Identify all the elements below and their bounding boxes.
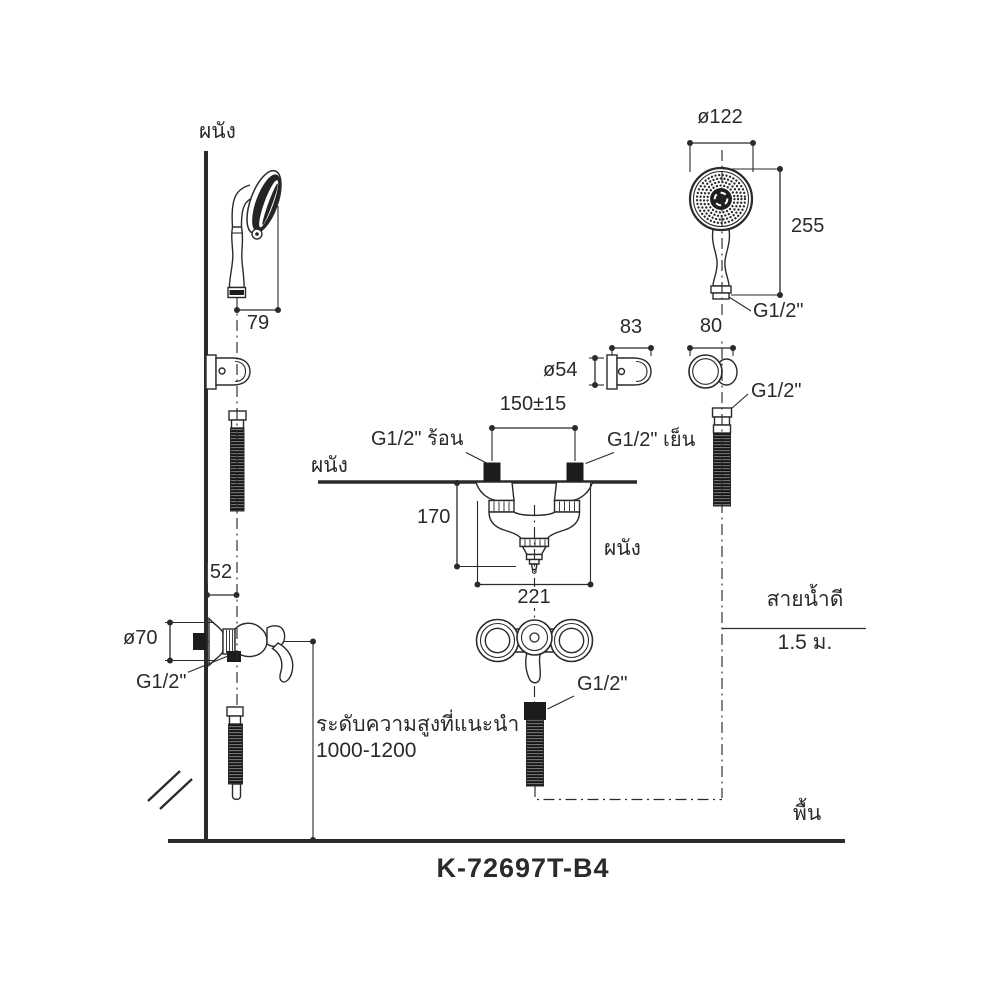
mixer-outlet-hose xyxy=(524,695,575,787)
dim-170-lines xyxy=(454,480,516,570)
wall-label-center-left: ผนัง xyxy=(311,454,348,477)
dim-80-lines xyxy=(687,345,736,356)
product-code: K-72697T-B4 xyxy=(436,853,610,883)
shower-hose-left-lower xyxy=(226,706,244,801)
mixer-valve-side-view-icon xyxy=(193,616,313,683)
handshower-front-view-icon xyxy=(688,166,754,300)
dim-70-lines xyxy=(165,619,213,664)
mixer-front-view-icon xyxy=(475,618,594,684)
supply-route-line xyxy=(534,786,722,801)
connection-valve-outlet: G1/2" xyxy=(134,671,189,693)
shower-hose-right xyxy=(711,393,749,507)
dim-bracket-width: 80 xyxy=(697,315,725,337)
height-dim-line xyxy=(310,638,316,843)
supply-hose-length-label: 1.5 ม. xyxy=(777,631,833,654)
shower-bracket-side-view-icon xyxy=(606,354,652,390)
wall-break-icon xyxy=(147,770,193,810)
dim-122-lines xyxy=(687,140,756,172)
connection-mixer-outlet: G1/2" xyxy=(575,673,630,695)
dim-83-lines xyxy=(609,345,654,356)
dim-inlet-spacing: 150±15 xyxy=(497,393,569,415)
floor-label: พื้น xyxy=(793,802,822,825)
dim-escutcheon-diameter: ø70 xyxy=(121,627,160,649)
wall-label-center-right: ผนัง xyxy=(604,537,641,560)
handshower-side-view-icon xyxy=(227,169,282,299)
shower-bracket-side-left-icon xyxy=(205,354,251,390)
dim-79-lines xyxy=(234,206,281,313)
dim-bracket-depth: 83 xyxy=(617,316,645,338)
dim-54-lines xyxy=(589,355,604,388)
dim-mixer-depth: 170 xyxy=(415,506,453,528)
dim-bracket-diameter: ø54 xyxy=(541,359,580,381)
dim-52-lines xyxy=(204,592,240,598)
dim-valve-offset: 52 xyxy=(207,561,235,583)
connection-hose-top: G1/2" xyxy=(749,380,804,402)
handshower-connector-leader-line xyxy=(728,296,752,312)
dim-handshower-width: 79 xyxy=(244,312,272,334)
connection-cold-inlet: G1/2" เย็น xyxy=(605,429,698,451)
height-note-line1: ระดับความสูงที่แนะนำ xyxy=(316,713,520,736)
dim-mixer-width: 221 xyxy=(515,586,553,608)
dim-handshower-diameter: ø122 xyxy=(695,106,745,128)
supply-hose-name-label: สายน้ำดี xyxy=(766,588,844,611)
dim-handshower-length: 255 xyxy=(789,215,827,237)
connection-hot-inlet: G1/2" ร้อน xyxy=(369,428,466,450)
shower-bracket-front-view-icon xyxy=(688,354,738,389)
dim-150-lines xyxy=(465,425,615,465)
dim-255-lines xyxy=(723,166,783,298)
connection-handshower: G1/2" xyxy=(751,300,806,322)
centerlines xyxy=(236,150,723,798)
wall-label-top-left: ผนัง xyxy=(199,120,236,143)
height-note-line2: 1000-1200 xyxy=(316,739,417,762)
